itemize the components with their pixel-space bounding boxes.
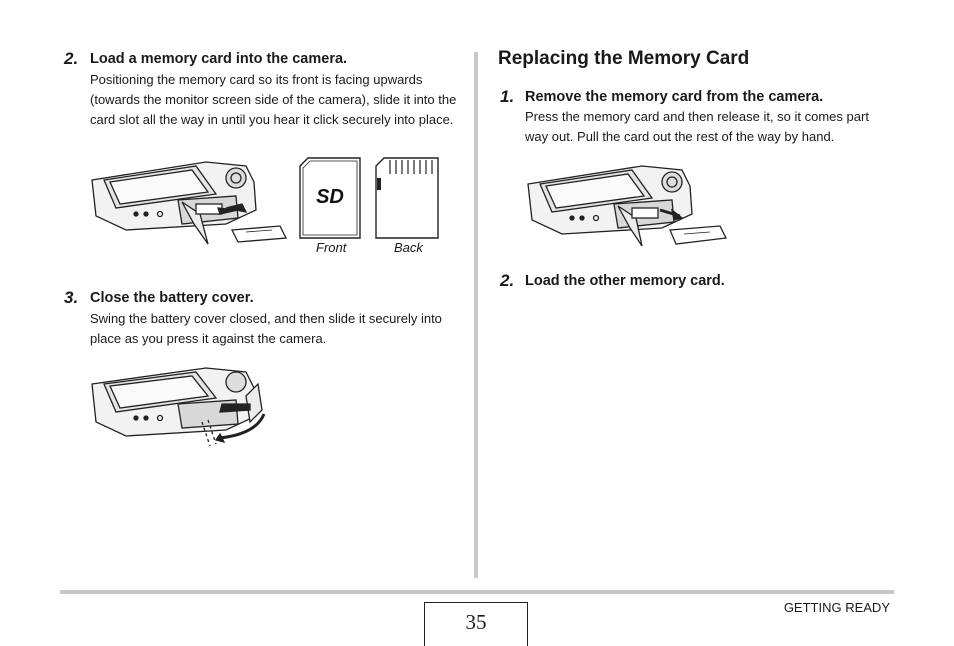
back-caption: Back xyxy=(394,240,423,255)
step-title: Load a memory card into the camera. xyxy=(90,51,348,67)
step-number: 2. xyxy=(64,49,79,68)
sd-card-back-illustration xyxy=(375,157,439,239)
camera-close-cover-illustration xyxy=(91,367,266,447)
section-title: Replacing the Memory Card xyxy=(498,48,750,69)
step-number: 1. xyxy=(500,87,515,106)
sd-card-front-illustration: SD xyxy=(299,157,361,239)
camera-insert-card-illustration xyxy=(91,161,288,245)
column-divider xyxy=(474,52,478,578)
step-body: Press the memory card and then release i… xyxy=(525,109,869,144)
step-title: Load the other memory card. xyxy=(525,273,725,289)
step-title: Close the battery cover. xyxy=(90,290,254,306)
footer-rule xyxy=(60,590,894,594)
step-number: 3. xyxy=(64,288,79,307)
step-body: Positioning the memory card so its front… xyxy=(90,72,457,127)
section-label: GETTING READY xyxy=(783,600,890,615)
step-body: Swing the battery cover closed, and then… xyxy=(90,311,442,346)
sd-logo: SD xyxy=(316,186,344,208)
camera-remove-card-illustration xyxy=(527,165,727,247)
page-number: 35 xyxy=(424,602,528,646)
front-caption: Front xyxy=(316,240,347,255)
step-number: 2. xyxy=(500,271,515,290)
step-title: Remove the memory card from the camera. xyxy=(525,89,824,105)
